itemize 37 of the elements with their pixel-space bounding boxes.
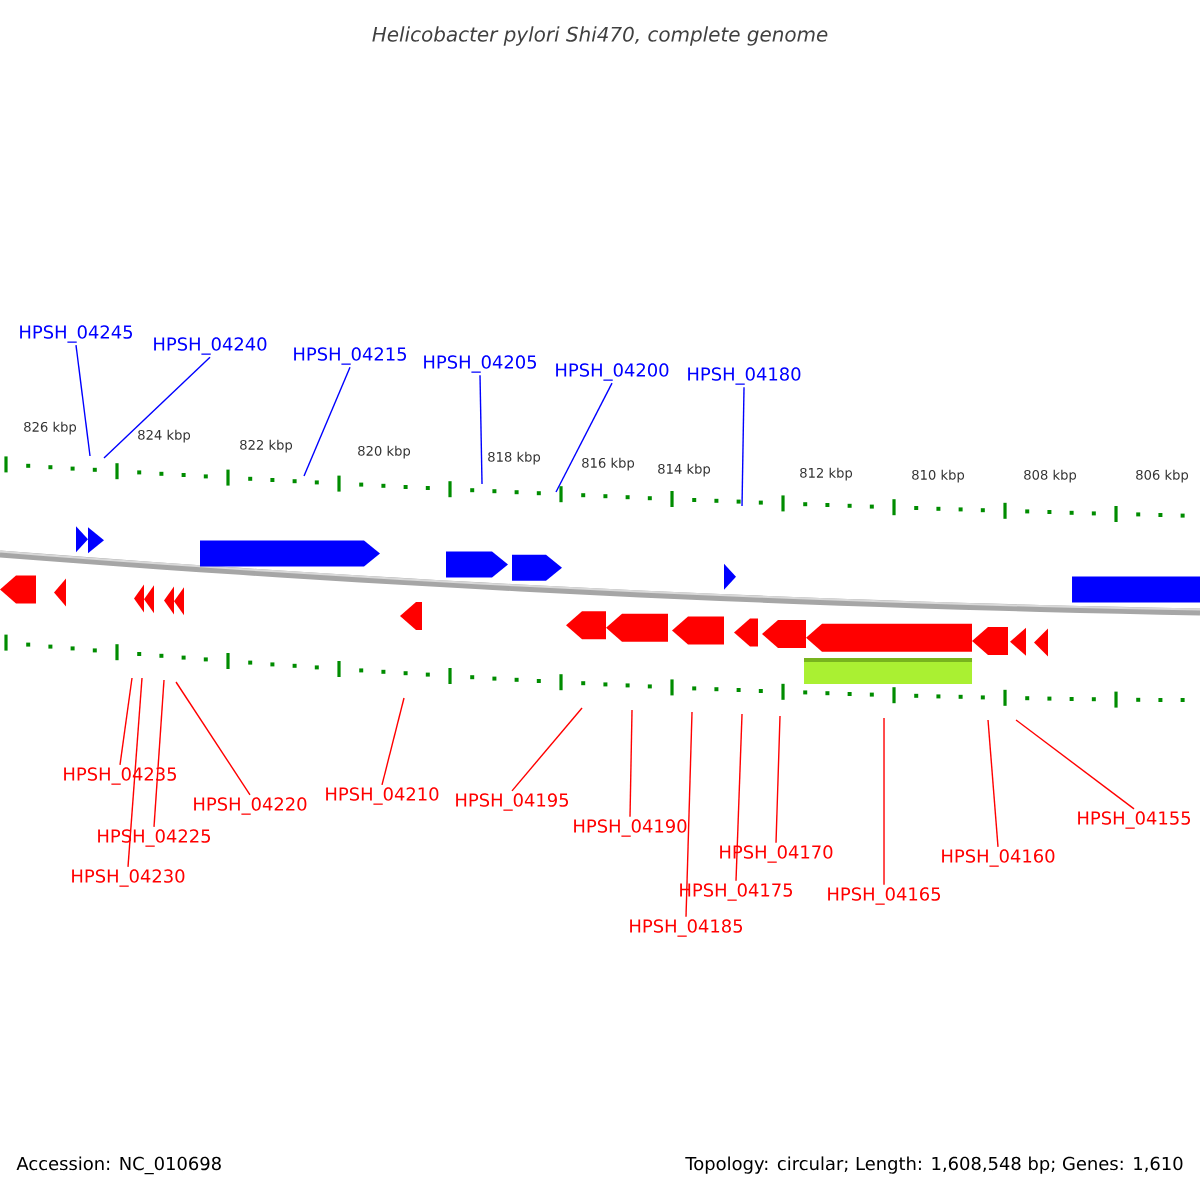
leader-line	[741, 386, 745, 507]
leader-line	[479, 374, 483, 485]
leader-line	[103, 356, 211, 459]
accession-text: Accession: NC_010698	[16, 1156, 221, 1175]
leader-line	[629, 709, 633, 818]
gene-label: HPSH_04165	[828, 887, 941, 905]
leader-line	[303, 366, 351, 477]
leader-line	[685, 711, 693, 918]
leader-line	[381, 697, 405, 786]
leader-line	[75, 344, 91, 457]
gene-label: HPSH_04195	[456, 793, 568, 811]
leader-line	[775, 715, 781, 844]
title: Helicobacter pylori Shi470, complete genome	[372, 26, 828, 46]
gene-label: HPSH_04230	[72, 869, 185, 887]
leader-line	[175, 681, 251, 796]
gene-label: HPSH_04220	[194, 797, 307, 815]
gene-label: HPSH_04155	[1078, 811, 1191, 829]
gene-label: HPSH_04245	[20, 325, 132, 343]
gene-label: HPSH_04205	[424, 355, 536, 373]
genome-info-text: Topology: circular; Length: 1,608,548 bp; Genes: 1,610	[685, 1156, 1183, 1174]
leader-line	[1015, 719, 1135, 810]
gene-label: HPSH_04180	[688, 367, 801, 385]
leader-line	[987, 719, 999, 848]
leader-line	[127, 677, 143, 868]
gene-label: HPSH_04190	[574, 819, 687, 837]
gene-label: HPSH_04200	[556, 363, 669, 381]
gene-label: HPSH_04215	[294, 347, 406, 365]
leader-line	[555, 382, 613, 493]
leader-line	[511, 707, 583, 792]
gene-label: HPSH_04240	[154, 337, 267, 355]
gene-label: HPSH_04160	[942, 849, 1055, 867]
leader-line	[119, 677, 133, 766]
gene-label: HPSH_04185	[630, 919, 743, 937]
leader-line	[153, 679, 165, 828]
leader-line	[735, 713, 743, 882]
leader-line	[883, 717, 885, 886]
gene-label: HPSH_04210	[326, 787, 439, 805]
